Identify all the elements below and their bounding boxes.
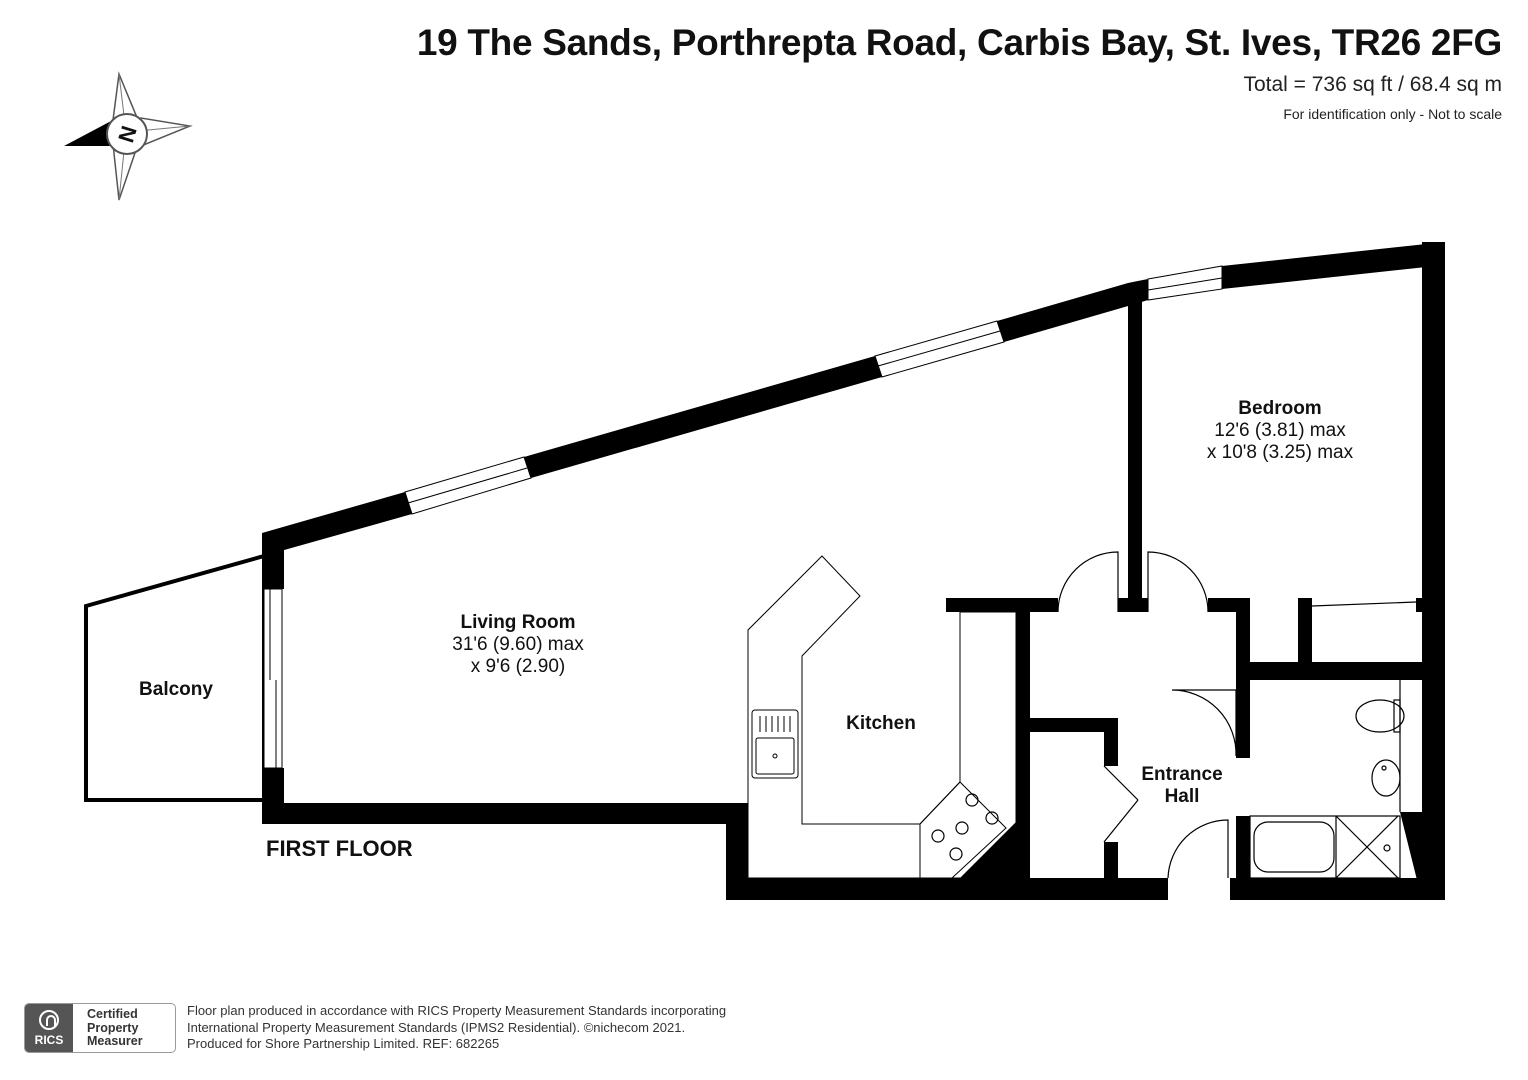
entrance-hall-name-2: Hall bbox=[1164, 786, 1200, 807]
living-room-name: Living Room bbox=[460, 612, 576, 633]
compass-rose-icon: N bbox=[64, 71, 193, 201]
doors bbox=[1057, 551, 1417, 879]
bedroom-window bbox=[1147, 265, 1223, 301]
living-room-windows bbox=[404, 320, 1005, 515]
rics-badge: RICS Certified Property Measurer bbox=[24, 1003, 176, 1053]
bedroom-dim-1: 12'6 (3.81) max bbox=[1214, 420, 1346, 441]
living-room-label: Living Room 31'6 (9.60) max x 9'6 (2.90) bbox=[418, 612, 618, 678]
bedroom-name: Bedroom bbox=[1238, 398, 1322, 419]
kitchen-name: Kitchen bbox=[846, 713, 916, 734]
kitchen-sink bbox=[751, 709, 799, 779]
interior-walls bbox=[726, 598, 1445, 900]
living-room-dim-1: 31'6 (9.60) max bbox=[452, 634, 584, 655]
disclaimer: For identification only - Not to scale bbox=[1283, 106, 1502, 122]
rics-emblem-icon bbox=[39, 1010, 59, 1030]
rics-logo: RICS bbox=[25, 1004, 73, 1052]
kitchen-worktop bbox=[747, 555, 1017, 879]
rics-logo-text: RICS bbox=[34, 1033, 64, 1047]
footer-line-1: Floor plan produced in accordance with R… bbox=[187, 1003, 727, 1018]
certification-line-2: Property bbox=[87, 1020, 139, 1035]
bathroom-fittings bbox=[1249, 680, 1405, 879]
floor-label: FIRST FLOOR bbox=[266, 836, 413, 861]
footer-line-2: International Property Measurement Stand… bbox=[187, 1019, 686, 1035]
bedroom-label: Bedroom 12'6 (3.81) max x 10'8 (3.25) ma… bbox=[1190, 398, 1370, 464]
bedroom-walls bbox=[1118, 242, 1445, 900]
certification-text: Certified Property Measurer bbox=[87, 1007, 143, 1049]
footer-line-3: Produced for Shore Partnership Limited. … bbox=[187, 1036, 500, 1051]
entrance-hall-label: Entrance Hall bbox=[1122, 764, 1242, 808]
kitchen-label: Kitchen bbox=[821, 713, 941, 735]
balcony-name: Balcony bbox=[139, 679, 213, 700]
certification-line-1: Certified bbox=[87, 1007, 138, 1021]
living-room-dim-2: x 9'6 (2.90) bbox=[470, 656, 566, 677]
entrance-hall-name-1: Entrance bbox=[1141, 764, 1223, 785]
living-room-walls bbox=[262, 283, 1135, 900]
certification-line-3: Measurer bbox=[87, 1034, 143, 1048]
balcony-door bbox=[263, 588, 283, 769]
property-address: 19 The Sands, Porthrepta Road, Carbis Ba… bbox=[416, 22, 1502, 63]
bedroom-dim-2: x 10'8 (3.25) max bbox=[1206, 442, 1354, 463]
balcony-outline bbox=[84, 553, 266, 802]
total-area: Total = 736 sq ft / 68.4 sq m bbox=[1243, 73, 1502, 96]
kitchen-hob bbox=[931, 793, 999, 861]
compass-letter: N bbox=[113, 123, 142, 146]
balcony-label: Balcony bbox=[116, 679, 236, 701]
footer-notes: Floor plan produced in accordance with R… bbox=[187, 1003, 726, 1053]
